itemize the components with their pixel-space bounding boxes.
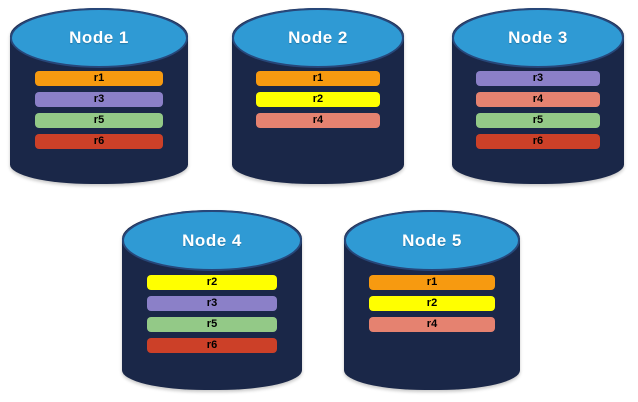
replica-bar-r2[interactable]: r2 bbox=[256, 92, 380, 108]
replica-stack: r3 r4 r5 r6 bbox=[452, 71, 624, 150]
replica-bar-r3[interactable]: r3 bbox=[476, 71, 600, 87]
replica-bar-r1[interactable]: r1 bbox=[256, 71, 380, 87]
replica-bar-r4[interactable]: r4 bbox=[368, 316, 496, 332]
replica-stack: r1 r3 r5 r6 bbox=[10, 71, 188, 150]
cylinder-top-ellipse bbox=[122, 210, 302, 272]
cylinder-top-ellipse bbox=[232, 8, 404, 68]
replica-bar-r2[interactable]: r2 bbox=[368, 295, 496, 311]
replica-bar-r4[interactable]: r4 bbox=[476, 92, 600, 108]
replica-bar-r5[interactable]: r5 bbox=[476, 113, 600, 129]
replica-bar-r1[interactable]: r1 bbox=[34, 71, 164, 87]
replica-bar-r6[interactable]: r6 bbox=[476, 134, 600, 150]
replica-stack: r1 r2 r4 bbox=[232, 71, 404, 129]
replica-bar-r3[interactable]: r3 bbox=[147, 295, 277, 311]
cylinder-top-ellipse bbox=[344, 210, 520, 272]
replica-bar-r4[interactable]: r4 bbox=[256, 113, 380, 129]
replica-bar-r2[interactable]: r2 bbox=[147, 274, 277, 290]
replica-bar-r5[interactable]: r5 bbox=[147, 316, 277, 332]
replica-bar-r5[interactable]: r5 bbox=[34, 113, 164, 129]
replica-bar-r1[interactable]: r1 bbox=[368, 274, 496, 290]
replica-bar-r6[interactable]: r6 bbox=[34, 134, 164, 150]
cylinder-top-ellipse bbox=[452, 8, 624, 68]
replica-stack: r2 r3 r5 r6 bbox=[122, 274, 302, 353]
replica-bar-r3[interactable]: r3 bbox=[34, 92, 164, 108]
cylinder-top-ellipse bbox=[10, 8, 188, 68]
replica-stack: r1 r2 r4 bbox=[344, 274, 520, 332]
replica-bar-r6[interactable]: r6 bbox=[147, 337, 277, 353]
